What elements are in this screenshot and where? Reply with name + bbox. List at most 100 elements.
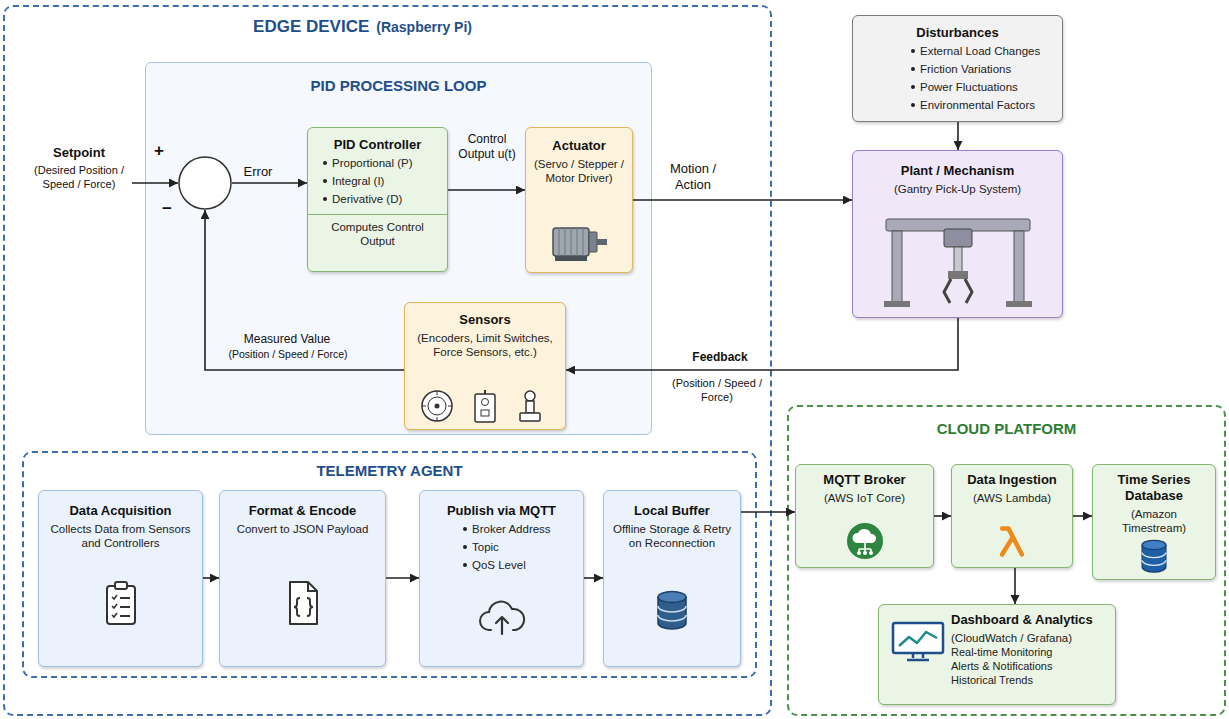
sensor-icons bbox=[420, 389, 550, 423]
sensor-box: Sensors (Encoders, Limit Switches, Force … bbox=[404, 302, 566, 430]
connector bbox=[386, 577, 419, 579]
node-title: Data Ingestion bbox=[957, 472, 1067, 488]
bullet-item: QoS Level bbox=[461, 557, 576, 573]
node-title: MQTT Broker bbox=[801, 472, 928, 488]
node-subtitle: (Amazon Timestream) bbox=[1098, 507, 1210, 535]
agent-region: TELEMETRY AGENT Data AcquisitionCollects … bbox=[22, 451, 757, 678]
node-title: Format & Encode bbox=[227, 503, 378, 519]
bullet-item: Derivative (D) bbox=[321, 191, 440, 207]
node-subtitle: Collects Data from Sensors and Controlle… bbox=[46, 522, 195, 550]
connector bbox=[205, 210, 404, 370]
node-title: Time Series Database bbox=[1098, 472, 1210, 504]
sign-label: − bbox=[162, 200, 172, 218]
node-subtitle: (AWS Lambda) bbox=[957, 491, 1067, 505]
connector bbox=[203, 577, 219, 579]
node-subtitle: (CloudWatch / Grafana) bbox=[951, 631, 1109, 645]
free-label: (Position / Speed / Force) bbox=[212, 348, 364, 362]
service-box: MQTT Broker (AWS IoT Core) bbox=[795, 464, 934, 568]
service-box: Data Ingestion (AWS Lambda) bbox=[951, 464, 1073, 568]
edge-label: Measured Value bbox=[236, 332, 338, 347]
region-title: CLOUD PLATFORM bbox=[789, 419, 1224, 438]
bullet-item: Friction Variations bbox=[909, 61, 1054, 77]
connector bbox=[448, 189, 525, 191]
gantry-illustration bbox=[878, 211, 1038, 311]
region-title: PID PROCESSING LOOP bbox=[146, 76, 651, 95]
plant-box: Plant / Mechanism (Gantry Pick-Up System) bbox=[852, 150, 1063, 318]
region-title: (Raspberry Pi) bbox=[376, 18, 472, 37]
connector bbox=[741, 511, 795, 513]
process-box: Publish via MQTT Broker AddressTopicQoS L… bbox=[419, 490, 584, 667]
connector bbox=[232, 182, 307, 184]
node-title: Plant / Mechanism bbox=[859, 163, 1056, 179]
json-document-icon bbox=[285, 580, 321, 626]
junction-circle bbox=[178, 156, 232, 210]
node-title: Local Buffer bbox=[610, 503, 734, 519]
bullet-item: Broker Address bbox=[461, 521, 576, 537]
junction-circle bbox=[179, 157, 231, 209]
detail-line: Alerts & Notifications bbox=[951, 659, 1109, 673]
bullet-item: Environmental Factors bbox=[909, 97, 1054, 113]
edge-label: Feedback bbox=[680, 350, 760, 365]
node-title: Sensors bbox=[411, 312, 559, 328]
edge-label: Motion / Action bbox=[656, 161, 730, 193]
dashboard-box: Dashboard & Analytics (CloudWatch / Grafa… bbox=[878, 604, 1116, 705]
node-subtitle: (AWS IoT Core) bbox=[801, 491, 928, 505]
input-arrow bbox=[132, 182, 178, 184]
node-subtitle: (Gantry Pick-Up System) bbox=[859, 182, 1056, 196]
service-box: Time Series Database (Amazon Timestream) bbox=[1092, 464, 1216, 580]
connector bbox=[1014, 568, 1016, 604]
detail-line: Real-time Monitoring bbox=[951, 645, 1109, 659]
node-note: Computes Control Output bbox=[308, 214, 447, 248]
summing-junction: +− bbox=[178, 156, 232, 210]
connector bbox=[584, 577, 603, 579]
process-box: Format & EncodeConvert to JSON Payload bbox=[219, 490, 386, 667]
node-subtitle: (Servo / Stepper / Motor Driver) bbox=[531, 157, 627, 185]
bullet-item: External Load Changes bbox=[909, 43, 1054, 59]
node-title: Dashboard & Analytics bbox=[951, 612, 1109, 628]
cloud-region: CLOUD PLATFORMMQTT Broker(AWS IoT Core) … bbox=[787, 405, 1226, 716]
free-label: (Desired Position / Speed / Force) bbox=[30, 163, 128, 191]
free-label: Setpoint bbox=[30, 145, 128, 161]
connector bbox=[957, 122, 959, 150]
database-icon bbox=[655, 590, 689, 630]
node-subtitle: Offline Storage & Retry on Reconnection bbox=[610, 522, 734, 550]
process-box: Data AcquisitionCollects Data from Senso… bbox=[38, 490, 203, 667]
connector bbox=[633, 199, 852, 201]
detail-line: Historical Trends bbox=[951, 673, 1109, 687]
edge-label: Error bbox=[226, 164, 290, 180]
database-icon bbox=[1139, 539, 1169, 573]
node-title: Disturbances bbox=[861, 25, 1054, 41]
node-title: Data Acquisition bbox=[46, 503, 195, 519]
edge-label: Control Output u(t) bbox=[455, 132, 519, 162]
clipboard-icon bbox=[103, 580, 139, 626]
iot-core-icon bbox=[843, 521, 887, 561]
process-box: Local BufferOffline Storage & Retry on R… bbox=[603, 490, 741, 667]
region-title: EDGE DEVICE bbox=[253, 16, 369, 37]
actuator-box: Actuator (Servo / Stepper / Motor Driver) bbox=[525, 127, 633, 273]
bullet-item: Proportional (P) bbox=[321, 155, 440, 171]
node-title: Actuator bbox=[531, 138, 627, 154]
connector bbox=[1073, 515, 1092, 517]
node-subtitle: Convert to JSON Payload bbox=[227, 522, 378, 536]
region-title: TELEMETRY AGENT bbox=[24, 461, 755, 480]
lambda-icon bbox=[992, 523, 1032, 559]
connector bbox=[934, 515, 951, 517]
loop-panel: PID PROCESSING LOOP+−PID ControllerPropo… bbox=[145, 62, 652, 435]
bullet-item: Topic bbox=[461, 539, 576, 555]
sign-label: + bbox=[154, 142, 164, 160]
motor-icon bbox=[547, 222, 611, 264]
cloud-upload-icon bbox=[477, 595, 527, 636]
node-title: Publish via MQTT bbox=[427, 503, 576, 519]
device-region: EDGE DEVICE (Raspberry Pi) PID PROCESSING … bbox=[3, 5, 772, 716]
free-label: (Position / Speed / Force) bbox=[668, 376, 766, 404]
monitor-icon bbox=[891, 621, 945, 663]
bullet-item: Power Fluctuations bbox=[909, 79, 1054, 95]
node-subtitle: (Encoders, Limit Switches, Force Sensors… bbox=[411, 331, 559, 359]
connector bbox=[566, 318, 958, 370]
controller-box: PID ControllerProportional (P)Integral (… bbox=[307, 127, 448, 272]
disturbance-box: DisturbancesExternal Load ChangesFrictio… bbox=[852, 15, 1063, 122]
